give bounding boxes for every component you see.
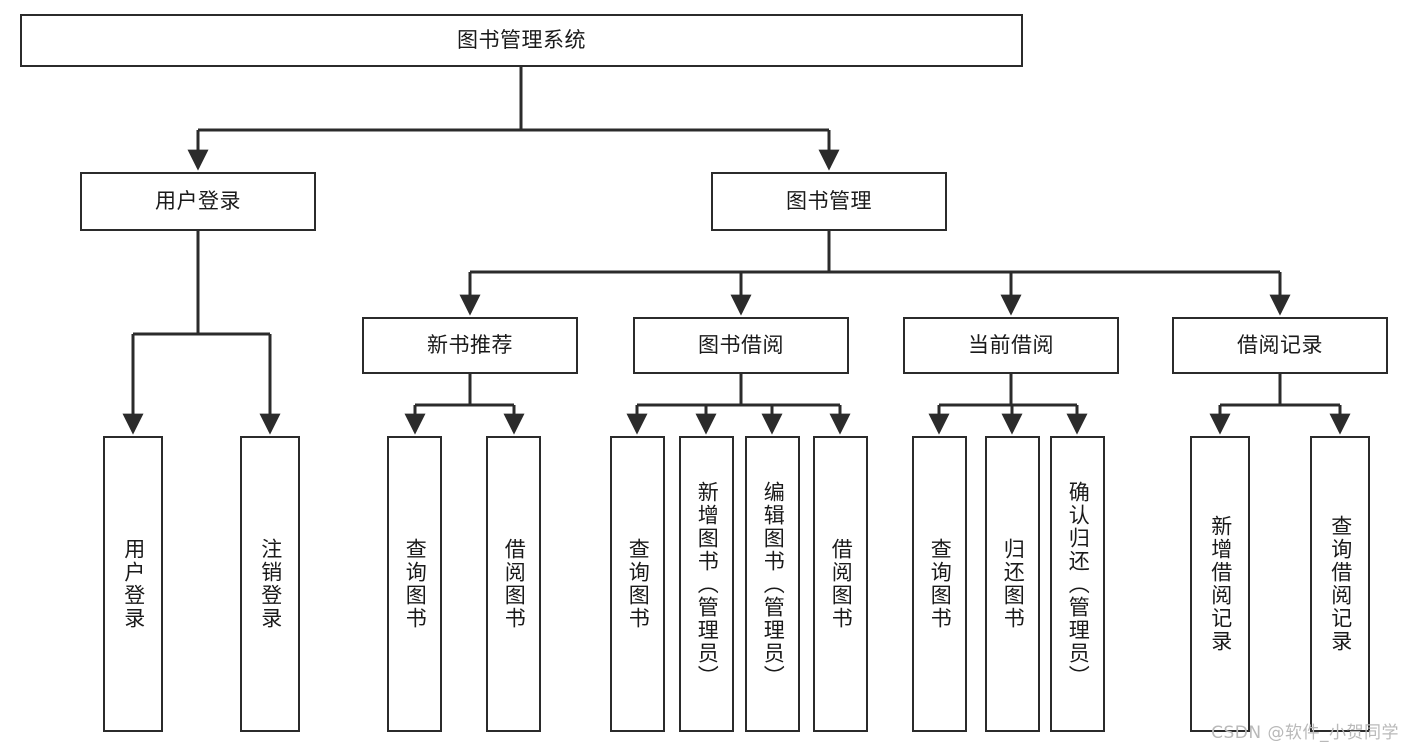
node-label: 归还图书 xyxy=(1001,538,1026,630)
leaf-borrow-books-recommend[interactable]: 借阅图书 xyxy=(486,436,541,732)
leaf-return-book[interactable]: 归还图书 xyxy=(985,436,1040,732)
node-root-system[interactable]: 图书管理系统 xyxy=(20,14,1023,67)
node-label: 图书借阅 xyxy=(698,333,784,358)
node-current-borrow[interactable]: 当前借阅 xyxy=(903,317,1119,374)
node-label: 查询借阅记录 xyxy=(1328,515,1353,653)
leaf-query-books-recommend[interactable]: 查询图书 xyxy=(387,436,442,732)
node-new-book-recommend[interactable]: 新书推荐 xyxy=(362,317,578,374)
csdn-watermark: CSDN @软件_小贺同学 xyxy=(1211,723,1399,743)
leaf-add-book-admin[interactable]: 新增图书（管理员） xyxy=(679,436,734,732)
node-book-management[interactable]: 图书管理 xyxy=(711,172,947,231)
node-label: 查询图书 xyxy=(403,538,428,630)
node-label: 查询图书 xyxy=(626,538,651,630)
node-label: 编辑图书（管理员） xyxy=(761,480,786,688)
node-label: 用户登录 xyxy=(121,538,146,630)
leaf-query-books-current[interactable]: 查询图书 xyxy=(912,436,967,732)
leaf-add-borrow-record[interactable]: 新增借阅记录 xyxy=(1190,436,1250,732)
node-label: 借阅图书 xyxy=(502,538,527,630)
node-book-borrow[interactable]: 图书借阅 xyxy=(633,317,849,374)
node-label: 确认归还（管理员） xyxy=(1066,480,1091,688)
node-label: 新增借阅记录 xyxy=(1208,515,1233,653)
node-label: 借阅记录 xyxy=(1237,333,1323,358)
node-label: 图书管理系统 xyxy=(457,28,586,53)
leaf-query-borrow-record[interactable]: 查询借阅记录 xyxy=(1310,436,1370,732)
leaf-confirm-return-admin[interactable]: 确认归还（管理员） xyxy=(1050,436,1105,732)
node-label: 新增图书（管理员） xyxy=(695,480,720,688)
node-label: 新书推荐 xyxy=(427,333,513,358)
node-label: 用户登录 xyxy=(155,189,241,214)
leaf-query-books-borrow[interactable]: 查询图书 xyxy=(610,436,665,732)
leaf-edit-book-admin[interactable]: 编辑图书（管理员） xyxy=(745,436,800,732)
leaf-borrow-book[interactable]: 借阅图书 xyxy=(813,436,868,732)
node-label: 查询图书 xyxy=(928,538,953,630)
leaf-user-login[interactable]: 用户登录 xyxy=(103,436,163,732)
node-borrow-records[interactable]: 借阅记录 xyxy=(1172,317,1388,374)
node-label: 当前借阅 xyxy=(968,333,1054,358)
leaf-user-logout[interactable]: 注销登录 xyxy=(240,436,300,732)
node-label: 注销登录 xyxy=(258,538,283,630)
node-label: 借阅图书 xyxy=(829,538,854,630)
node-label: 图书管理 xyxy=(786,189,872,214)
node-user-login[interactable]: 用户登录 xyxy=(80,172,316,231)
